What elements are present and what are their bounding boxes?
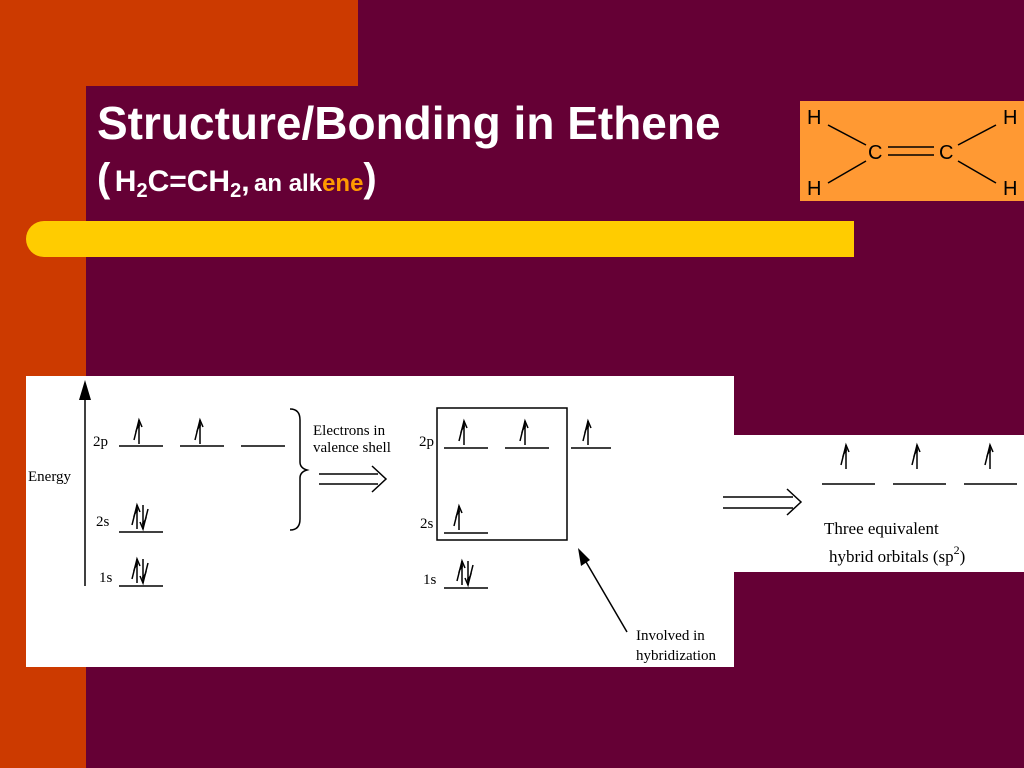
electron-up-icon [453,505,463,531]
alk-text: an alk [254,170,323,197]
atom-h-bottom-right: H [1003,178,1017,200]
atom-c-left: C [868,142,882,164]
electron-down-icon [139,558,149,584]
electron-up-icon [840,444,850,470]
close-paren: ) [363,156,377,200]
excited-2s-label: 2s [420,516,434,532]
valence-brace [289,408,310,531]
atom-h-bottom-left: H [807,178,821,200]
arrow-note-line2: hybridization [636,648,716,664]
ground-1s-label: 1s [99,570,113,586]
ground-2p-label: 2p [93,434,108,450]
ground-2s-label: 2s [96,514,110,530]
electron-up-icon [984,444,994,470]
excited-1s-label: 1s [423,572,437,588]
electron-down-icon [139,504,149,530]
ene-text: ene [322,170,364,197]
double-arrow-2 [723,488,803,516]
brace-note-line2: valence shell [313,440,391,456]
bond-h1-c1 [827,124,867,146]
electron-up-icon [456,560,466,586]
arrow-note-line1: Involved in [636,628,705,644]
formula-mid: C=CH [147,165,231,198]
electron-up-icon [131,504,141,530]
hybrid-caption-line1: Three equivalent [824,519,939,538]
atom-h-top-left: H [807,107,821,129]
electron-up-icon [131,558,141,584]
energy-label: Energy [28,469,72,485]
hybrid-caption-text: hybrid orbitals (sp [829,547,954,566]
excited-2p-label: 2p [419,434,434,450]
electron-up-icon [133,419,143,445]
formula-sub-1: 2 [136,180,148,202]
atom-h-top-right: H [1003,107,1017,129]
electron-up-icon [194,419,204,445]
hybrid-close: ) [960,547,966,566]
energy-axis-arrowhead [79,380,91,400]
comma: , [241,165,250,198]
hybridization-box [436,407,568,541]
pointer-arrow-line [581,554,628,633]
formula-sub-2: 2 [230,180,242,202]
open-paren: ( [97,156,111,200]
bond-c2-h2 [957,124,997,146]
ethene-structure-box: H H C C H H [800,101,1024,201]
electron-up-icon [458,420,468,446]
orbital-panel-right [734,435,1024,572]
electron-up-icon [519,420,529,446]
electron-up-icon [911,444,921,470]
slide-title: Structure/Bonding in Ethene [97,97,721,149]
atom-c-right: C [939,142,953,164]
electron-down-icon [464,560,474,586]
yellow-divider-bar [26,221,854,257]
orange-top-band [0,0,358,86]
ethene-structure-svg: H H C C H H [807,107,1017,200]
bond-c2-h4 [957,160,997,184]
hybrid-caption-line2: hybrid orbitals (sp2) [829,543,965,566]
pointer-arrowhead [578,548,590,566]
brace-note-line1: Electrons in [313,423,386,439]
slide-subtitle: ( H2C=CH2, an alkene) [97,153,377,216]
bond-h3-c1 [827,160,867,184]
double-arrow-1 [319,465,388,493]
hybrid-sup: 2 [954,543,960,557]
electron-up-icon [582,420,592,446]
formula-h: H [114,165,137,198]
